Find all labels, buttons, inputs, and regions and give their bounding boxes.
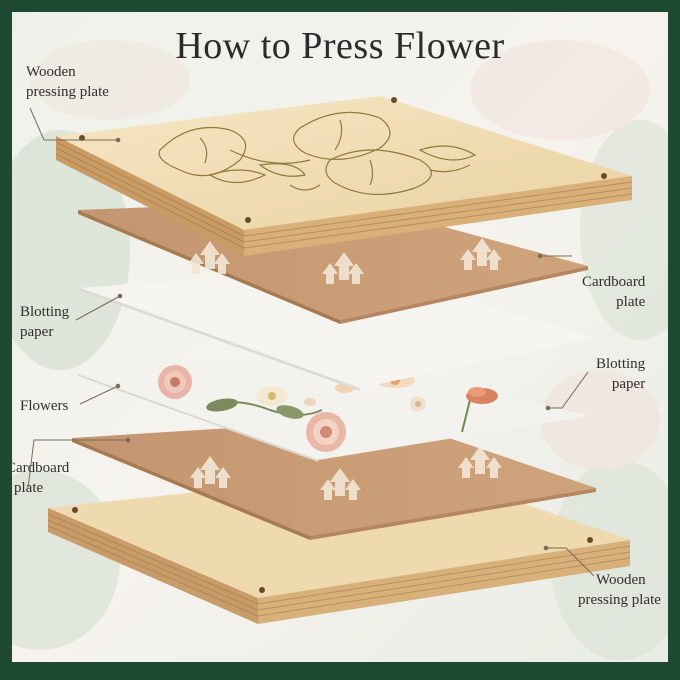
up-arrow-icon — [190, 446, 502, 500]
label-wooden-plate-bottom: Wooden pressing plate — [578, 570, 661, 610]
label-flowers: Flowers — [20, 398, 69, 414]
label-line: pressing plate — [578, 592, 661, 608]
label-line: pressing plate — [26, 84, 109, 100]
label-cardboard-plate-bottom: Cardboard plate — [6, 458, 69, 498]
wooden-plate-top — [55, 96, 633, 256]
engraved-flower-icon — [158, 111, 477, 195]
up-arrow-icon — [188, 238, 502, 284]
label-line: Blotting — [596, 356, 646, 372]
label-cardboard-plate-top: Cardboard plate — [582, 272, 645, 312]
label-line: Wooden — [596, 572, 646, 588]
label-line: Blotting — [20, 304, 70, 320]
page-title: How to Press Flower — [175, 25, 505, 67]
leader-lines — [27, 107, 595, 577]
label-wooden-plate-top: Wooden pressing plate — [26, 62, 109, 102]
label-line: plate — [14, 480, 44, 496]
blotting-paper-upper — [80, 266, 598, 391]
label-line: plate — [616, 294, 646, 310]
label-blotting-paper-left: Blotting paper — [20, 302, 69, 342]
label-line: paper — [20, 324, 54, 340]
label-line: Cardboard — [582, 274, 646, 290]
label-line: Wooden — [26, 64, 76, 80]
flower-illustration — [158, 365, 498, 452]
label-line: Cardboard — [6, 460, 70, 476]
blotting-paper-lower — [78, 352, 590, 462]
label-blotting-paper-right: Blotting paper — [596, 354, 645, 394]
label-line: paper — [611, 376, 646, 392]
